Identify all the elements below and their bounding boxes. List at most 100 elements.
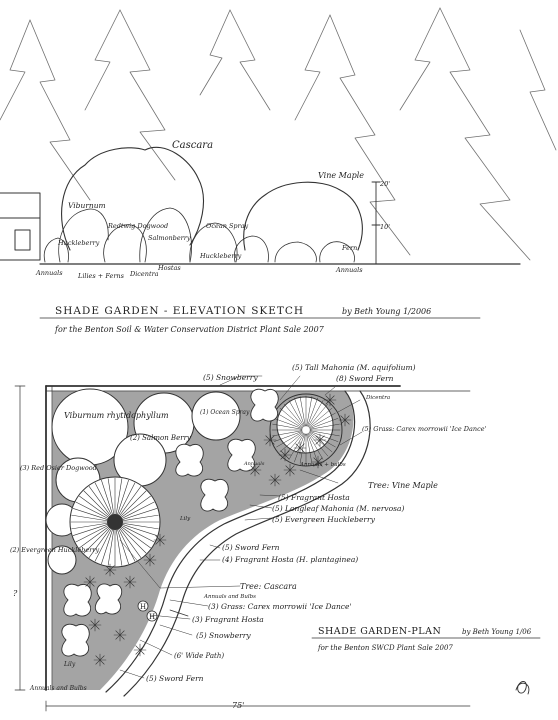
elevation-title: SHADE GARDEN - ELEVATION SKETCH bbox=[55, 305, 304, 317]
plan-label-longleaf-mahonia: (5) Longleaf Mahonia (M. nervosa) bbox=[272, 504, 404, 513]
tree-ray bbox=[71, 514, 108, 522]
label-salmonberry: Salmonberry bbox=[148, 234, 191, 242]
fern-frond bbox=[99, 659, 105, 665]
tree-ray bbox=[72, 524, 108, 536]
fern-frond bbox=[155, 539, 161, 545]
plan-dimensions bbox=[14, 385, 471, 712]
fern-frond bbox=[139, 645, 145, 651]
label-annuals-left: Annuals bbox=[35, 269, 63, 277]
tree-ray bbox=[309, 423, 340, 430]
tree-ray bbox=[122, 524, 158, 536]
tree-ray bbox=[119, 528, 142, 558]
plan-label-snowberry-low: (5) Snowberry bbox=[196, 631, 251, 640]
plan-label-fragrant-hosta-low: (3) Fragrant Hosta bbox=[192, 615, 264, 624]
fern-frond bbox=[319, 435, 325, 441]
fern-frond bbox=[254, 469, 260, 475]
elevation-author: by Beth Young 1/2006 bbox=[342, 307, 431, 316]
height-marker bbox=[371, 181, 381, 265]
plan-label-redtwig: (3) Red Osier Dogwood bbox=[20, 464, 97, 472]
tree-ray bbox=[120, 490, 147, 517]
tree-ray bbox=[307, 397, 318, 427]
label-height-10: 10' bbox=[380, 223, 390, 231]
tree-ray bbox=[273, 431, 303, 442]
tree-ray bbox=[307, 400, 324, 427]
label-hostas: Hostas bbox=[157, 264, 181, 272]
plan-label-snowberry-top: (5) Snowberry bbox=[203, 373, 258, 382]
tree-ray bbox=[306, 396, 313, 427]
fern-frond bbox=[119, 630, 125, 636]
fern-frond bbox=[270, 475, 276, 481]
fern-frond bbox=[85, 577, 91, 583]
plan-label-salmonberry: (2) Salmon Berry bbox=[130, 434, 192, 442]
fern-frond bbox=[289, 465, 295, 471]
label-height-20: 20' bbox=[379, 180, 390, 188]
fern-frond bbox=[149, 559, 155, 565]
tree-ray bbox=[75, 501, 109, 519]
fern-frond bbox=[94, 620, 100, 626]
plan-label-sword-fern-mid: (5) Sword Fern bbox=[222, 543, 280, 552]
hosta-blobs bbox=[61, 388, 279, 657]
plan-width-label: 75' bbox=[232, 701, 244, 710]
plan-title: SHADE GARDEN-PLAN bbox=[318, 626, 441, 637]
tree-ray bbox=[309, 430, 340, 437]
fern-frond bbox=[155, 535, 161, 541]
plan-label-evergreen-huck-right: (5) Evergreen Huckleberry bbox=[272, 515, 376, 524]
fern-frond bbox=[284, 450, 290, 456]
fern-frond bbox=[125, 577, 131, 583]
tree-ray bbox=[83, 490, 110, 517]
tree-ray bbox=[117, 529, 129, 565]
fern-frond bbox=[89, 581, 95, 587]
tree-ray bbox=[118, 482, 136, 516]
tree-ray bbox=[121, 526, 151, 549]
cascara-tree-symbol bbox=[69, 476, 161, 568]
tree-ray bbox=[283, 432, 304, 457]
fern-frond bbox=[325, 399, 331, 405]
fern-frond bbox=[99, 655, 105, 661]
plan-label-annuals-bulbs-2: Annuals and Bulbs bbox=[203, 594, 256, 600]
fern-frond bbox=[125, 581, 131, 587]
fern-frond bbox=[329, 395, 335, 401]
tree-ray bbox=[276, 431, 303, 448]
fern-frond bbox=[313, 461, 319, 467]
tree-ray bbox=[88, 528, 111, 558]
fern-frond bbox=[139, 649, 145, 655]
fern-frond bbox=[119, 634, 125, 640]
plan-label-sword-fern-low: (5) Sword Fern bbox=[146, 674, 204, 683]
fern-frond bbox=[289, 469, 295, 475]
tree-ray bbox=[72, 508, 108, 520]
tree-ray bbox=[283, 403, 304, 428]
fern-frond bbox=[85, 581, 91, 587]
fern-frond bbox=[89, 577, 95, 583]
fern-frond bbox=[95, 659, 101, 665]
plan-label-fragrant-hosta-top: (5) Fragrant Hosta bbox=[278, 493, 350, 502]
plan-label-viburnum-text: Viburnum rhytidophyllum bbox=[64, 411, 169, 420]
fern-frond bbox=[317, 461, 323, 467]
label-fern: Fern bbox=[341, 244, 357, 252]
fern-frond bbox=[115, 630, 121, 636]
ocean-spray-circle bbox=[191, 391, 241, 441]
fern-frond bbox=[159, 535, 165, 541]
tree-ray bbox=[308, 432, 333, 453]
tree-ray bbox=[117, 479, 129, 515]
fern-frond bbox=[344, 419, 350, 425]
tree-ray bbox=[94, 528, 112, 562]
fern-frond bbox=[274, 475, 280, 481]
fern-frond bbox=[269, 435, 275, 441]
plan-label-fragrant-hosta-mid: (4) Fragrant Hosta (H. plantaginea) bbox=[222, 555, 358, 564]
plan-border bbox=[45, 385, 401, 691]
tree-ray bbox=[299, 396, 306, 427]
fern-frond bbox=[313, 457, 319, 463]
plan-label-sword-fern-top: (8) Sword Fern bbox=[336, 374, 394, 383]
fern-frond bbox=[340, 419, 346, 425]
plan-label-ocean-spray: (1) Ocean Spray bbox=[200, 409, 250, 416]
label-dicentra: Dicentra bbox=[129, 270, 159, 278]
fern-frond bbox=[269, 439, 275, 445]
fern-frond bbox=[250, 465, 256, 471]
tree-ray bbox=[288, 400, 305, 427]
fern-frond bbox=[295, 443, 301, 449]
fern-frond bbox=[129, 581, 135, 587]
fern-frond bbox=[129, 577, 135, 583]
tree-ray bbox=[279, 407, 304, 428]
tree-ray bbox=[308, 432, 329, 457]
